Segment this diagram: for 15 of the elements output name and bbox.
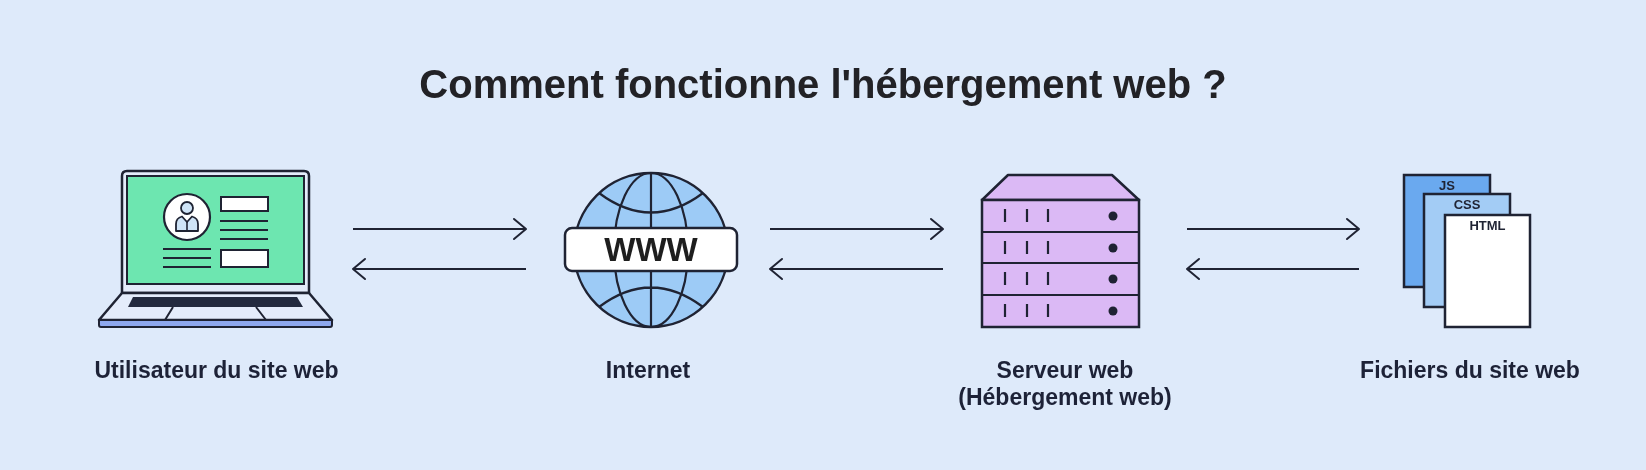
file-type-label: CSS: [1453, 197, 1481, 212]
node-caption: Utilisateur du site web: [94, 357, 339, 384]
banner-text: WWW: [604, 230, 698, 270]
arrow: [352, 258, 527, 280]
arrow: [769, 258, 944, 280]
node-caption: Internet: [605, 357, 691, 384]
file-type-label: JS: [1439, 178, 1455, 193]
arrow: [1186, 218, 1360, 240]
title: Comment fonctionne l'hébergement web ?: [419, 61, 1227, 108]
arrow: [769, 218, 944, 240]
arrow: [1186, 258, 1360, 280]
file-type-label: HTML: [1469, 218, 1506, 233]
arrow: [352, 218, 527, 240]
node-caption: Serveur web (Hébergement web): [957, 357, 1173, 411]
node-caption: Fichiers du site web: [1360, 357, 1580, 384]
